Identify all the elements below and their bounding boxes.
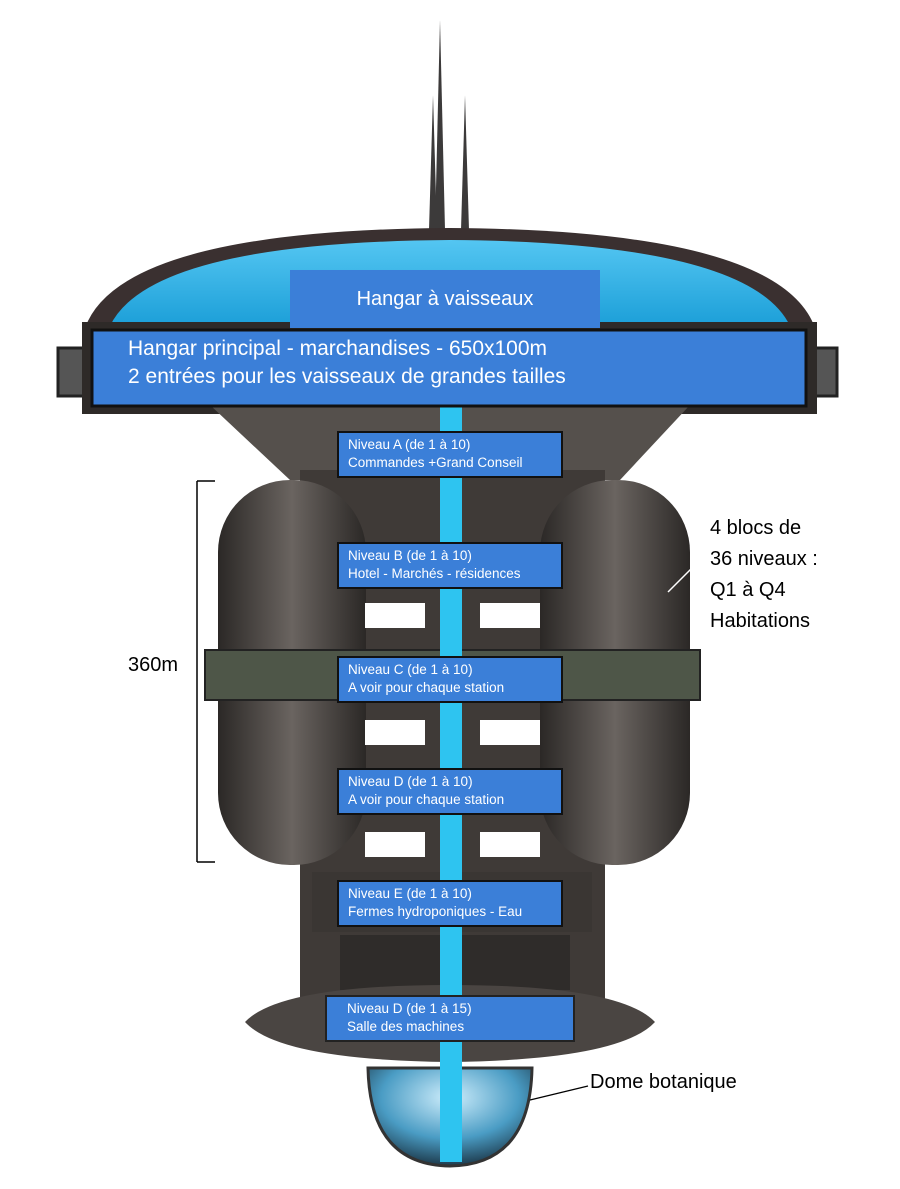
- blocks-label: 4 blocs de 36 niveaux : Q1 à Q4 Habitati…: [710, 513, 818, 637]
- level-box-a: Niveau A (de 1 à 10) Commandes +Grand Con…: [337, 431, 563, 478]
- spires: [429, 20, 469, 230]
- blocks-leader-line: [667, 559, 701, 593]
- dome-leader-line: [529, 1085, 589, 1101]
- dome-label: Dome botanique: [590, 1071, 737, 1093]
- level-title: Niveau C (de 1 à 10): [348, 662, 473, 677]
- level-box-c: Niveau C (de 1 à 10) A voir pour chaque s…: [337, 656, 563, 703]
- blocks-label-line: 36 niveaux :: [710, 548, 818, 570]
- level-desc: A voir pour chaque station: [348, 680, 505, 695]
- level-title: Niveau B (de 1 à 10): [348, 548, 472, 563]
- level-desc: A voir pour chaque station: [348, 792, 505, 807]
- level-desc: Commandes +Grand Conseil: [348, 455, 523, 470]
- level-box-e: Niveau E (de 1 à 10) Fermes hydroponiques…: [337, 880, 563, 927]
- main-hangar-line2: 2 entrées pour les vaisseaux de grandes …: [128, 365, 566, 388]
- level-title: Niveau D (de 1 à 15): [347, 1001, 472, 1016]
- level-title: Niveau A (de 1 à 10): [348, 437, 471, 452]
- level-desc: Salle des machines: [347, 1019, 465, 1034]
- main-hangar-frame: [90, 328, 808, 408]
- level-desc: Fermes hydroponiques - Eau: [348, 904, 523, 919]
- main-hangar-label: Hangar principal - marchandises - 650x10…: [94, 332, 804, 404]
- main-hangar-line1: Hangar principal - marchandises - 650x10…: [128, 337, 548, 360]
- top-hangar-label: Hangar à vaisseaux: [290, 270, 600, 328]
- blocks-label-line: Q1 à Q4: [710, 579, 786, 601]
- blocks-label-line: 4 blocs de: [710, 517, 802, 539]
- level-desc: Hotel - Marchés - résidences: [348, 566, 521, 581]
- level-box-b: Niveau B (de 1 à 10) Hotel - Marchés - ré…: [337, 542, 563, 589]
- level-title: Niveau E (de 1 à 10): [348, 886, 472, 901]
- level-title: Niveau D (de 1 à 10): [348, 774, 473, 789]
- level-box-d: Niveau D (de 1 à 10) A voir pour chaque s…: [337, 768, 563, 815]
- height-label: 360m: [128, 654, 179, 676]
- level-box-machines: Niveau D (de 1 à 15) Salle des machines: [325, 995, 575, 1042]
- blocks-label-line: Habitations: [710, 610, 811, 632]
- height-bracket: [196, 480, 215, 863]
